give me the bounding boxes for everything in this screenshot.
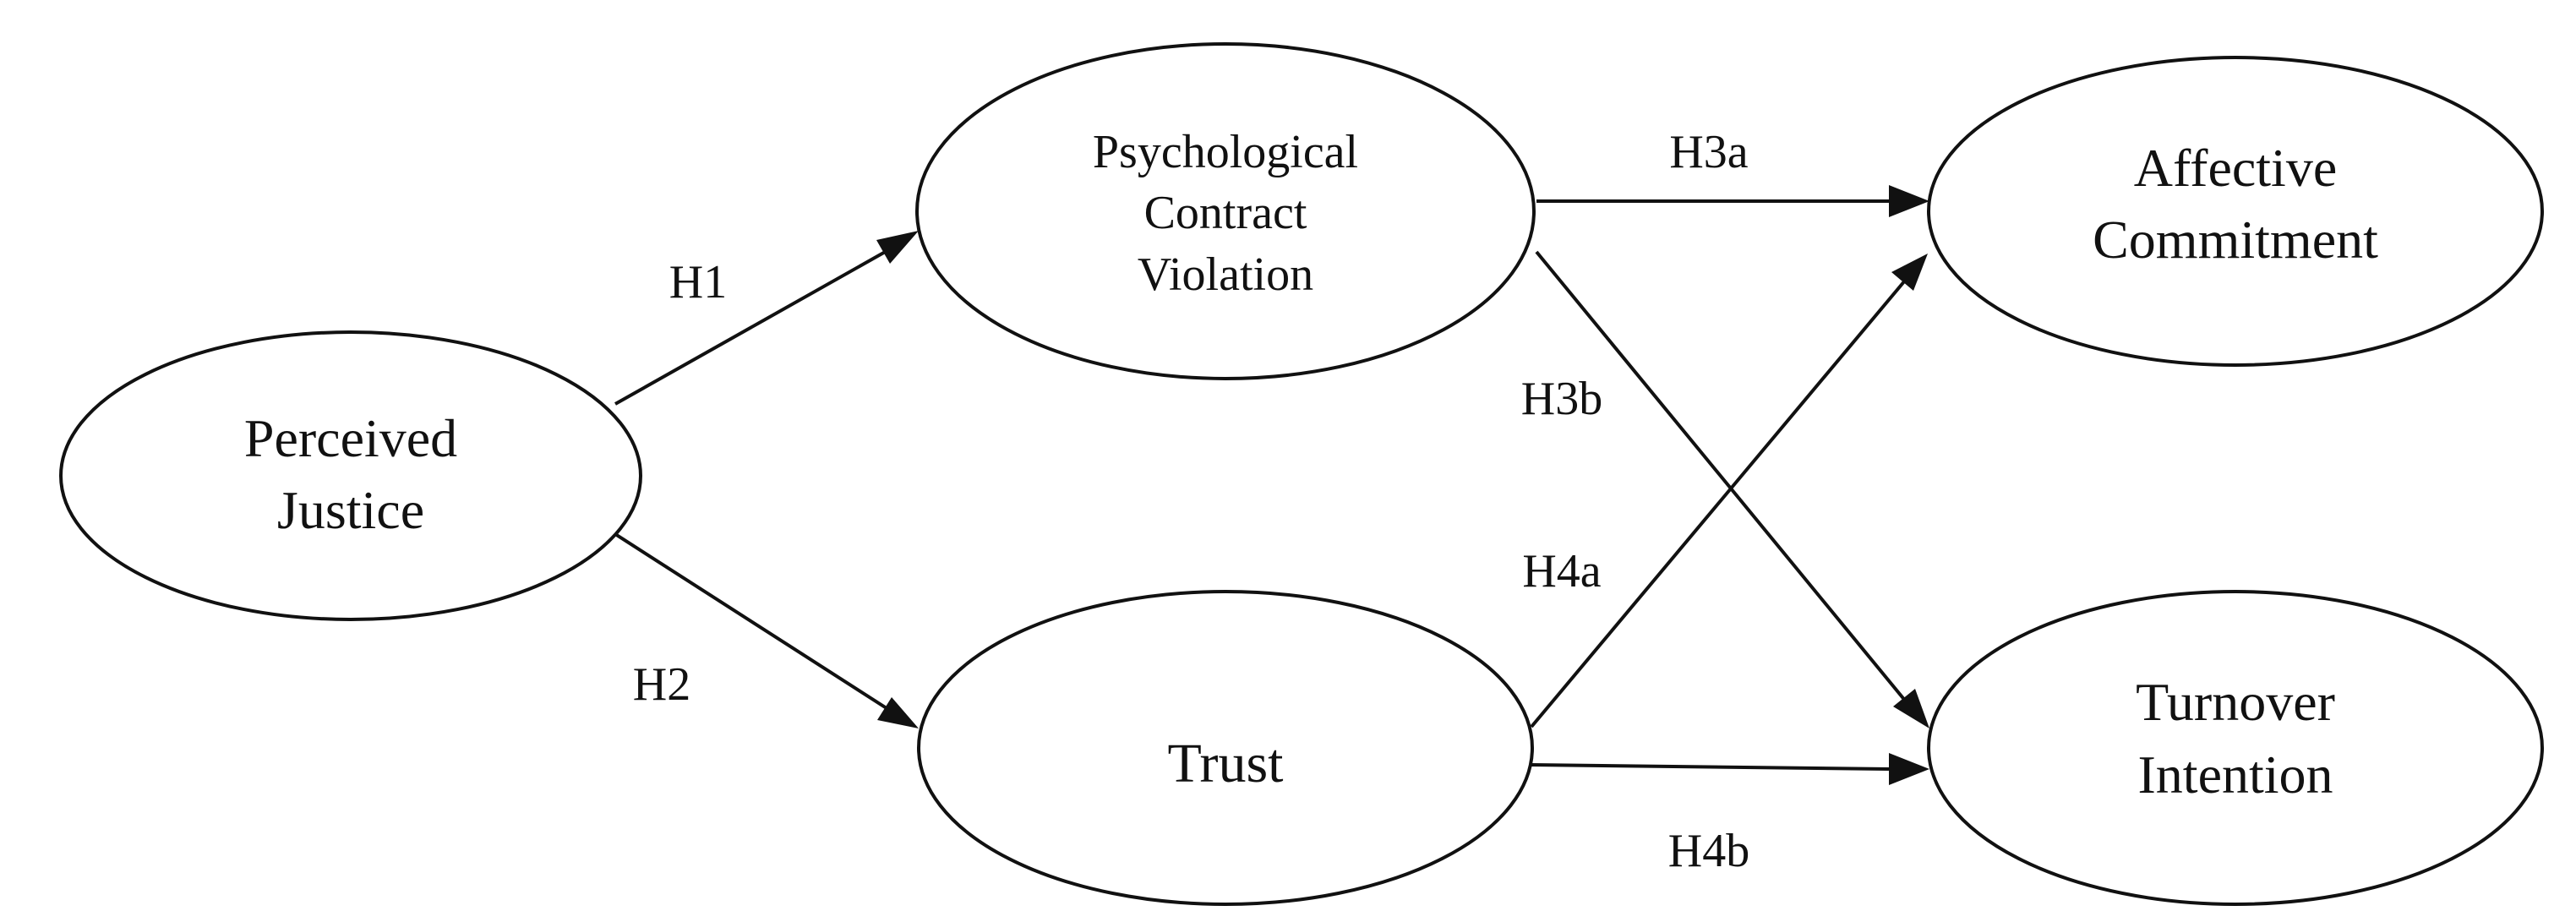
trust-ellipse <box>917 590 1534 906</box>
arrow-h4a <box>1530 279 1907 728</box>
edge-label-h4b: H4b <box>1668 825 1749 877</box>
arrowhead-h4a <box>1891 254 1928 291</box>
arrow-h2 <box>614 532 900 717</box>
arrowhead-h3b <box>1893 689 1929 728</box>
psychological-contract-violation-ellipse <box>915 42 1536 380</box>
pcv-label-line3: Violation <box>1138 248 1313 301</box>
arrowhead-h1 <box>876 231 919 264</box>
trust-label: Trust <box>1168 733 1284 794</box>
pcv-label-line1: Psychological <box>1093 126 1358 178</box>
arrowhead-h2 <box>877 697 919 728</box>
affective-commitment-label-line2: Commitment <box>2093 210 2378 270</box>
edge-label-h3a: H3a <box>1669 126 1748 178</box>
turnover-intention-ellipse <box>1927 590 2544 906</box>
pcv-label-line2: Contract <box>1144 187 1307 239</box>
arrowhead-h4b <box>1889 753 1929 785</box>
edge-h1 <box>614 245 895 406</box>
node-trust: Trust <box>917 590 1534 906</box>
edge-label-h1: H1 <box>669 256 727 308</box>
arrow-h1 <box>614 245 895 406</box>
turnover-intention-label-line2: Intention <box>2137 745 2333 805</box>
node-turnover-intention: Turnover Intention <box>1927 590 2544 906</box>
node-perceived-justice: Perceived Justice <box>59 330 642 621</box>
arrow-h3b <box>1535 250 1907 703</box>
edge-label-h2: H2 <box>633 658 690 711</box>
affective-commitment-label-line1: Affective <box>2134 138 2337 198</box>
affective-commitment-ellipse <box>1927 56 2544 367</box>
arrow-h4b <box>1531 763 1890 771</box>
perceived-justice-label-line2: Justice <box>277 480 424 540</box>
perceived-justice-label-line1: Perceived <box>244 408 457 468</box>
edge-label-h3b: H3b <box>1521 373 1602 425</box>
node-psychological-contract-violation: Psychological Contract Violation <box>915 42 1536 380</box>
edge-label-h4a: H4a <box>1522 545 1601 597</box>
edges <box>614 185 1929 785</box>
node-affective-commitment: Affective Commitment <box>1927 56 2544 367</box>
turnover-intention-label-line1: Turnover <box>2136 672 2335 732</box>
perceived-justice-ellipse <box>59 330 642 621</box>
arrowhead-h3a <box>1889 185 1929 217</box>
